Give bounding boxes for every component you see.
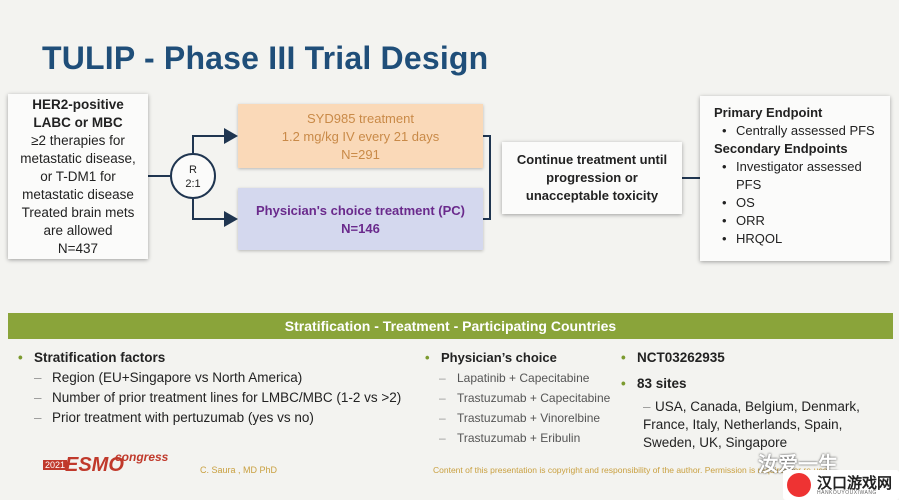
arm-syd985-box: SYD985 treatment 1.2 mg/kg IV every 21 d… [238,104,483,168]
stratification-title-text: Stratification factors [34,350,166,365]
list-item-text: Number of prior treatment lines for LMBC… [52,390,402,405]
continue-line2: progression or [546,170,638,185]
stratification-section: •Stratification factors –Region (EU+Sing… [18,348,401,428]
trial-info-section: •NCT03262935 •83 sites –USA, Canada, Bel… [621,348,883,452]
arm2-line2: N=146 [341,221,380,236]
population-line5: or T-DM1 for [40,169,116,184]
population-line8: are allowed [43,223,113,238]
esmo-logo: 2021 ESMO congress [43,450,168,481]
randomization-r: R [189,164,197,176]
continue-line1: Continue treatment until [516,152,668,167]
connector-arm1 [192,128,238,153]
watermark-subtitle: HANKOUYOUXIWANG [817,490,877,496]
population-line9: N=437 [57,241,99,256]
list-item: –Trastuzumab + Vinorelbine [439,411,601,425]
connector-arm2 [192,199,238,227]
secondary-endpoints-title: Secondary Endpoints [714,141,848,156]
esmo-congress: congress [115,450,169,464]
list-item-text: Trastuzumab + Capecitabine [457,391,611,405]
stratification-title: •Stratification factors [18,350,166,365]
watermark-badge: 汉口游戏网 HANKOUYOUXIWANG [783,470,899,500]
list-item: –Trastuzumab + Capecitabine [439,391,611,405]
primary-endpoint-title: Primary Endpoint [714,105,823,120]
sites-title: •83 sites [621,376,687,391]
secondary-endpoint-text: HRQOL [736,231,783,246]
watermark-title: 汉口游戏网 [817,475,893,492]
author-credit: C. Saura , MD PhD [200,465,278,475]
list-item: –Lapatinib + Capecitabine [439,371,590,385]
primary-endpoint-text: Centrally assessed PFS [736,123,875,138]
secondary-endpoint-item: •Investigator assessed PFS [714,158,890,194]
bracket-arms [483,135,491,220]
secondary-endpoint-text: OS [736,195,755,210]
arm-physician-choice-box: Physician's choice treatment (PC) N=146 [238,188,483,250]
endpoints-box: Primary Endpoint •Centrally assessed PFS… [700,96,890,261]
page-title: TULIP - Phase III Trial Design [42,40,489,76]
list-item-text: Region (EU+Singapore vs North America) [52,370,303,385]
population-line6: metastatic disease [22,187,134,202]
physician-choice-title: •Physician’s choice [425,350,557,365]
list-item-text: Prior treatment with pertuzumab (yes vs … [52,410,314,425]
randomization-ratio: 2:1 [185,178,201,190]
population-line1: HER2-positive [32,97,124,112]
secondary-endpoint-text: ORR [736,213,765,228]
list-item: –Trastuzumab + Eribulin [439,431,581,445]
copyright-notice: Content of this presentation is copyrigh… [433,465,830,475]
population-box: HER2-positive LABC or MBC ≥2 therapies f… [8,94,148,259]
population-line4: metastatic disease, [20,151,136,166]
list-item: –Region (EU+Singapore vs North America) [34,370,303,385]
secondary-endpoint-item: •ORR [722,213,765,228]
arm1-line2: 1.2 mg/kg IV every 21 days [281,129,440,144]
list-item: –Number of prior treatment lines for LMB… [34,390,402,405]
physician-choice-title-text: Physician’s choice [441,350,557,365]
list-item-text: Lapatinib + Capecitabine [457,371,590,385]
list-item-text: Trastuzumab + Eribulin [457,431,581,445]
secondary-endpoint-item: •OS [722,195,755,210]
randomization-circle: R 2:1 [170,153,216,199]
population-line2: LABC or MBC [33,115,123,130]
list-item: –Prior treatment with pertuzumab (yes vs… [34,410,314,425]
physician-choice-section: •Physician’s choice –Lapatinib + Capecit… [425,348,610,448]
trial-id-text: NCT03262935 [637,350,725,365]
esmo-wordmark: ESMO [65,454,124,476]
arm1-line1: SYD985 treatment [307,111,414,126]
list-item-text: Trastuzumab + Vinorelbine [457,411,601,425]
sites-title-text: 83 sites [637,376,687,391]
population-line3: ≥2 therapies for [31,133,125,148]
countries-list: –USA, Canada, Belgium, Denmark, France, … [643,399,860,450]
arm1-line3: N=291 [341,147,380,162]
watermark-logo-icon [787,473,811,497]
secondary-endpoint-text: Investigator assessed PFS [736,159,862,192]
trial-id: •NCT03262935 [621,350,725,365]
continue-line3: unacceptable toxicity [525,188,659,203]
section-band: Stratification - Treatment - Participati… [8,313,893,339]
esmo-year: 2021 [43,460,68,470]
arm2-line1: Physician's choice treatment (PC) [256,203,465,218]
countries-text: USA, Canada, Belgium, Denmark, France, I… [643,399,860,450]
population-line7: Treated brain mets [21,205,135,220]
primary-endpoint-item: •Centrally assessed PFS [722,123,875,138]
secondary-endpoint-item: •HRQOL [722,231,783,246]
continue-treatment-box: Continue treatment until progression or … [502,142,682,214]
